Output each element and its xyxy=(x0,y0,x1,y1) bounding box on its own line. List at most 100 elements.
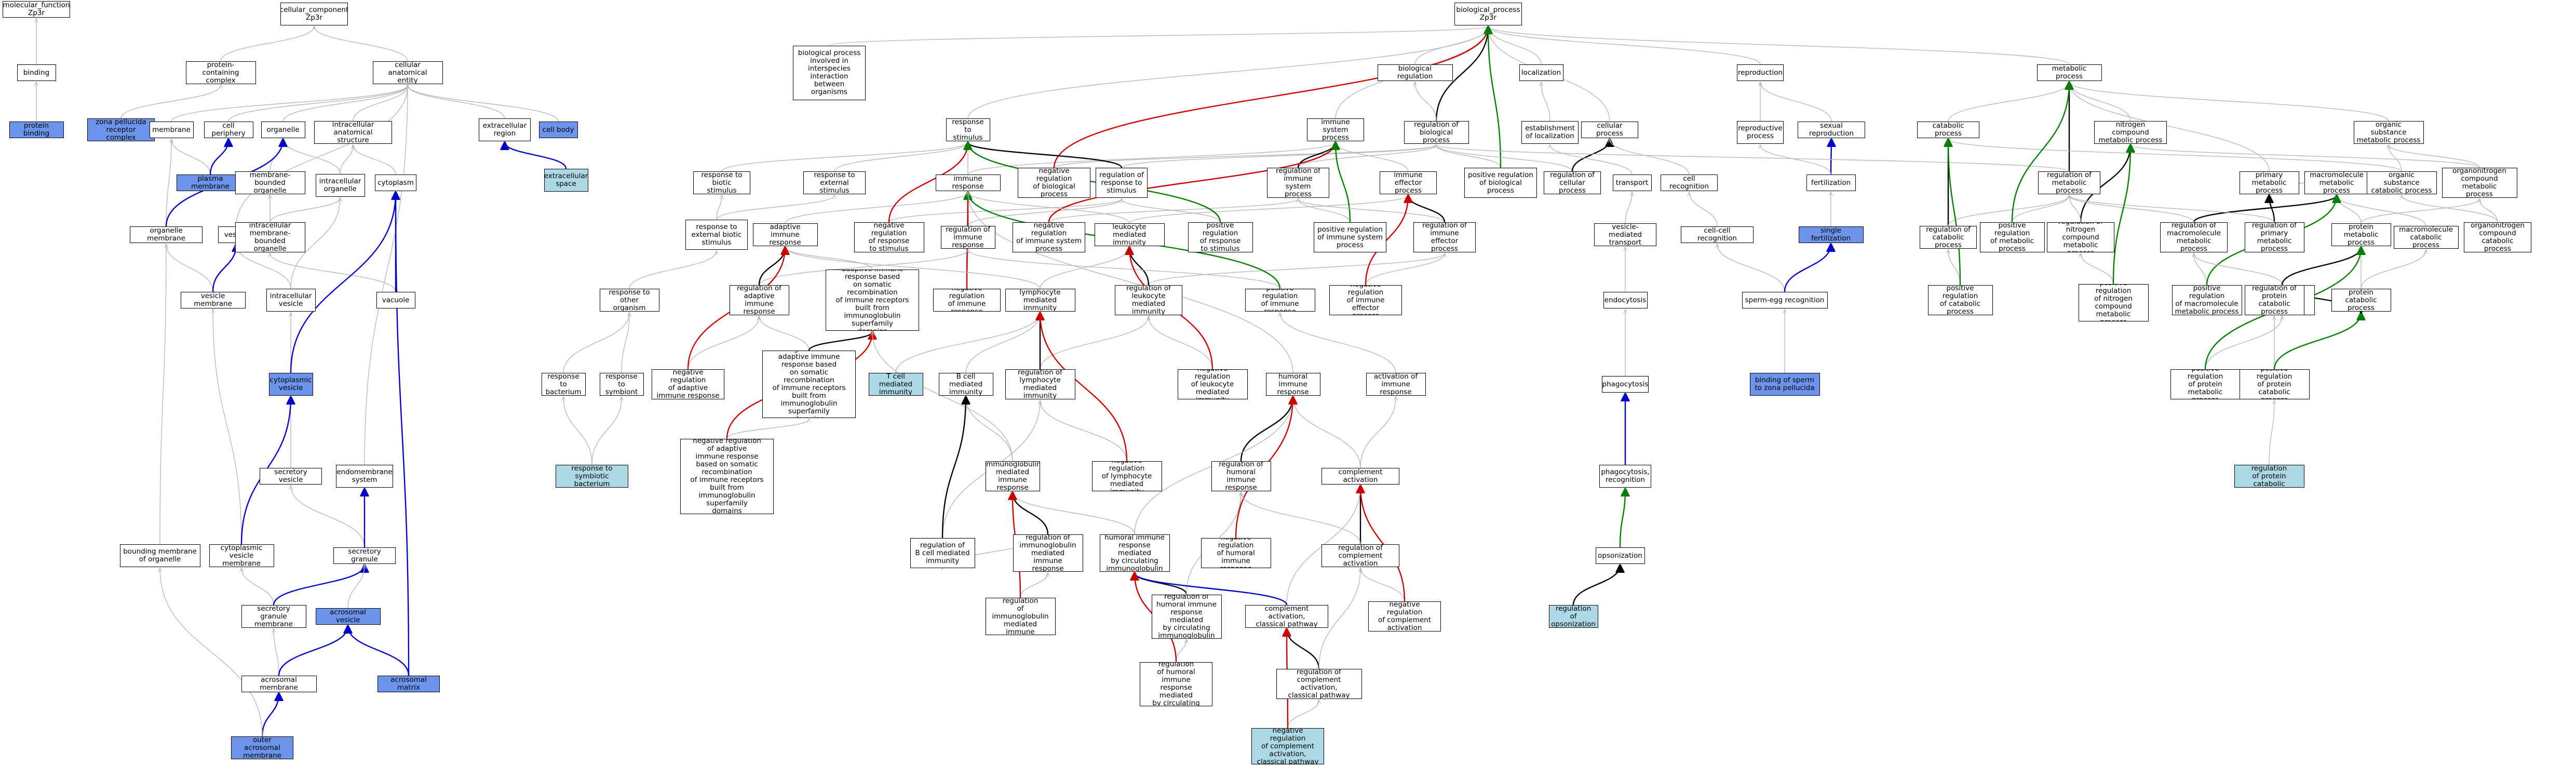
term-node-resp-bacterium[interactable]: response to bacterium xyxy=(541,373,586,396)
term-node-metabolic[interactable]: metabolic process xyxy=(2036,64,2102,81)
term-node-bpinv[interactable]: biological process involved in interspec… xyxy=(793,45,866,100)
term-node-neg-reg-iss[interactable]: negative regulation of immune system pro… xyxy=(1013,222,1085,252)
term-node-cytoplasm[interactable]: cytoplasm xyxy=(375,174,416,191)
term-node-bioreg[interactable]: biological regulation xyxy=(1377,64,1453,81)
term-node-neg-reg-air[interactable]: negative regulation of adaptive immune r… xyxy=(652,369,724,399)
term-node-protein-mp[interactable]: protein metabolic process xyxy=(2331,223,2391,246)
term-node-binding[interactable]: binding xyxy=(17,64,56,81)
term-node-localization[interactable]: localization xyxy=(1519,64,1563,81)
term-node-oam[interactable]: outer acrosomal membrane xyxy=(231,736,293,759)
term-node-leuko-mi[interactable]: leukocyte mediated immunity xyxy=(1094,223,1165,246)
term-node-membrane[interactable]: membrane xyxy=(149,122,194,138)
term-node-imbo[interactable]: intracellular membrane-bounded organelle xyxy=(235,222,305,252)
term-node-activation-ir[interactable]: activation of immune response xyxy=(1366,373,1426,396)
term-node-pos-reg-pcp-blue[interactable]: positive regulation of protein catabolic… xyxy=(2234,465,2304,488)
term-node-endomem[interactable]: endomembrane system xyxy=(336,465,393,488)
term-node-cvm[interactable]: cytoplasmic vesicle membrane xyxy=(209,544,274,567)
term-node-reg-air-somatic[interactable]: regulation of adaptive immune response b… xyxy=(762,351,856,418)
term-node-ncmp[interactable]: nitrogen compound metabolic process xyxy=(2094,121,2167,144)
term-node-protcomplex[interactable]: protein-containing complex xyxy=(185,61,256,84)
term-node-reg-catabolic[interactable]: regulation of catabolic process xyxy=(1920,226,1977,249)
term-node-reproduction[interactable]: reproduction xyxy=(1737,64,1784,81)
term-node-reg-bp[interactable]: regulation of biological process xyxy=(1404,121,1469,144)
term-node-cc[interactable]: cellular_component Zp3r xyxy=(280,3,348,25)
term-node-transport[interactable]: transport xyxy=(1612,174,1652,191)
term-node-reg-cellular[interactable]: regulation of cellular process xyxy=(1544,171,1601,194)
term-node-neg-reg-ir[interactable]: negative regulation of immune response xyxy=(933,289,1001,312)
term-node-reg-opsonization[interactable]: regulation of opsonization xyxy=(1548,605,1598,628)
term-node-ig-mir[interactable]: immunoglobulin mediated immune response xyxy=(985,461,1040,491)
term-node-complement-act[interactable]: complement activation xyxy=(1321,468,1399,485)
term-node-air-somatic[interactable]: adaptive immune response based on somati… xyxy=(826,270,919,331)
term-node-est-loc[interactable]: establishment of localization xyxy=(1521,121,1579,144)
term-node-macromol-cat[interactable]: macromolecule catabolic process xyxy=(2393,226,2459,249)
term-node-pos-reg-metabolic[interactable]: positive regulation of metabolic process xyxy=(1979,222,2045,252)
term-node-neg-reg-comp-classical[interactable]: negative regulation of complement activa… xyxy=(1251,728,1324,764)
term-node-neg-reg-bp[interactable]: negative regulation of biological proces… xyxy=(1018,168,1090,198)
term-node-single-fert[interactable]: single fertilization xyxy=(1798,226,1864,243)
term-node-sexual-repro[interactable]: sexual reproduction xyxy=(1798,122,1865,138)
term-node-resp-other-org[interactable]: response to other organism xyxy=(599,289,659,312)
term-node-vacuole[interactable]: vacuole xyxy=(376,292,415,308)
term-node-bcell-mi[interactable]: B cell mediated immunity xyxy=(938,373,993,396)
term-node-zonapr[interactable]: zona pellucida receptor complex xyxy=(87,118,155,141)
term-node-macromol-metabolic[interactable]: macromolecule metabolic process xyxy=(2304,171,2369,194)
term-node-plasmamem[interactable]: plasma membrane xyxy=(177,174,244,191)
term-node-io[interactable]: intracellular organelle xyxy=(315,174,365,197)
term-node-pos-reg-mmp[interactable]: positive regulation of macromolecule met… xyxy=(2172,285,2242,315)
term-node-primary-metabolic[interactable]: primary metabolic process xyxy=(2239,171,2299,194)
term-node-neg-reg-hir-circ[interactable]: negative regulation of humoral immune re… xyxy=(1140,662,1212,706)
term-node-pos-reg-pmp[interactable]: positive regulation of protein metabolic… xyxy=(2170,369,2241,399)
term-node-resp-ext[interactable]: response to external stimulus xyxy=(803,171,866,194)
term-node-neg-reg-ig-mir[interactable]: negative regulation of immunoglobulin me… xyxy=(985,598,1056,635)
term-node-reg-comp-act[interactable]: regulation of complement activation xyxy=(1321,544,1399,567)
term-node-comp-classical[interactable]: complement activation, classical pathway xyxy=(1245,605,1328,628)
term-node-protein-cat[interactable]: protein catabolic process xyxy=(2331,289,2391,312)
term-node-reg-air[interactable]: regulation of adaptive immune response xyxy=(729,285,789,315)
term-node-extraspace[interactable]: extracellular space xyxy=(544,169,588,192)
term-node-resp-ext-biotic[interactable]: response to external biotic stimulus xyxy=(685,220,748,250)
term-node-neg-reg-humoral[interactable]: negative regulation of humoral immune re… xyxy=(1201,538,1271,568)
term-node-reg-ncmp[interactable]: regulation of nitrogen compound metaboli… xyxy=(2047,222,2114,252)
term-node-bomo[interactable]: bounding membrane of organelle xyxy=(119,544,200,567)
term-node-sperm-egg[interactable]: sperm-egg recognition xyxy=(1742,292,1828,308)
term-node-bp[interactable]: biological_process Zp3r xyxy=(1454,3,1522,25)
term-node-iss[interactable]: immune system process xyxy=(1307,118,1364,141)
term-node-cellperiph[interactable]: cell periphery xyxy=(204,122,253,138)
term-node-binding-sperm[interactable]: binding of sperm to zona pellucida xyxy=(1749,373,1820,396)
term-node-endocytosis[interactable]: endocytosis xyxy=(1603,292,1648,308)
term-node-iep[interactable]: immune effector process xyxy=(1380,171,1437,194)
term-node-pos-reg-iss[interactable]: positive regulation of immune system pro… xyxy=(1314,222,1386,252)
term-node-hir-circ[interactable]: humoral immune response mediated by circ… xyxy=(1099,534,1170,572)
term-node-ias[interactable]: intracellular anatomical structure xyxy=(314,121,392,144)
term-node-reg-ig-mir[interactable]: regulation of immunoglobulin mediated im… xyxy=(1013,534,1083,572)
term-node-phagocytosis[interactable]: phagocytosis xyxy=(1602,376,1649,393)
term-node-reg-hir-circ[interactable]: regulation of humoral immune response me… xyxy=(1151,594,1222,639)
term-node-resp-symbiont[interactable]: response to symbiont xyxy=(599,373,644,396)
term-node-extracell[interactable]: extracellular region xyxy=(479,118,531,141)
term-node-reg-bcell-mi[interactable]: regulation of B cell mediated immunity xyxy=(910,538,975,568)
term-node-neg-reg-lympho-mi[interactable]: negative regulation of lymphocyte mediat… xyxy=(1091,461,1162,491)
term-node-reg-ir[interactable]: regulation of immune response xyxy=(940,226,995,249)
term-node-pos-reg-bp[interactable]: positive regulation of biological proces… xyxy=(1464,168,1537,198)
term-node-tcell-mi[interactable]: T cell mediated immunity xyxy=(868,373,923,396)
term-node-reg-pmp[interactable]: regulation of primary metabolic process xyxy=(2244,222,2304,252)
term-node-secvesicle[interactable]: secretory vesicle xyxy=(260,468,322,485)
term-node-neg-reg-leuko-mi[interactable]: negative regulation of leukocyte mediate… xyxy=(1177,369,1248,399)
term-node-neg-reg-iep[interactable]: negative regulation of immune effector p… xyxy=(1329,285,1402,315)
term-node-reg-humoral-ir[interactable]: regulation of humoral immune response xyxy=(1211,461,1271,491)
term-node-phago-recog[interactable]: phagocytosis, recognition xyxy=(1599,465,1651,488)
term-node-vesmem[interactable]: vesicle membrane xyxy=(180,292,246,308)
term-node-reg-pcp[interactable]: regulation of protein catabolic process xyxy=(2244,285,2304,315)
term-node-repro-process[interactable]: reproductive process xyxy=(1737,121,1784,144)
term-node-immune-resp[interactable]: immune response xyxy=(935,174,1001,191)
term-node-neg-reg-comp-act[interactable]: negative regulation of complement activa… xyxy=(1368,601,1441,631)
term-node-sgm[interactable]: secretory granule membrane xyxy=(241,605,306,628)
term-node-secgranule[interactable]: secretory granule xyxy=(333,547,396,564)
term-node-resp-stim[interactable]: response to stimulus xyxy=(946,118,990,141)
term-node-catabolic[interactable]: catabolic process xyxy=(1917,122,1979,138)
term-node-reg-metabolic[interactable]: regulation of metabolic process xyxy=(2038,171,2100,194)
term-node-oscp[interactable]: organic substance catabolic process xyxy=(2366,171,2437,194)
term-node-acromatrix[interactable]: acrosomal matrix xyxy=(377,676,440,692)
term-node-reg-iss[interactable]: regulation of immune system process xyxy=(1267,168,1329,198)
